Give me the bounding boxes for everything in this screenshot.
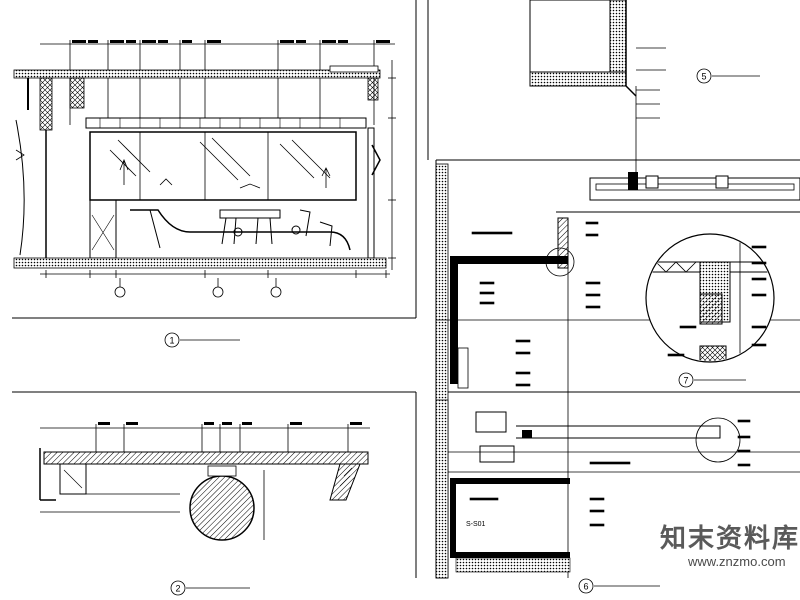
left-column — [39, 77, 53, 131]
detail-5-number: 5 — [701, 72, 706, 82]
detail-1-title — [164, 332, 240, 348]
top-dimension-line — [40, 40, 395, 125]
floor-slab — [13, 257, 387, 269]
detail-7-title — [678, 372, 746, 388]
reception-desk — [130, 209, 351, 251]
cabinet — [89, 199, 117, 259]
detail-6-title — [578, 578, 660, 594]
watermark-url: www.znzmo.com — [688, 554, 786, 569]
glass-reflection-lines — [109, 137, 331, 181]
detail-2-plan: 2 — [39, 422, 370, 596]
section-label: S-S01 — [466, 521, 486, 528]
glass-partition — [89, 131, 357, 201]
detail-2-title — [170, 580, 250, 596]
detail-1-number: 1 — [169, 336, 174, 346]
chairs — [219, 209, 333, 247]
detail-6-number: 6 — [583, 582, 588, 592]
round-column — [189, 475, 255, 541]
detail-5-title — [696, 68, 760, 84]
watermark-logo: 知末资料库 — [660, 524, 800, 554]
detail-7-enlarged: 7 — [645, 233, 775, 388]
detail-5-section: 5 — [529, 0, 760, 190]
ceiling-slab — [13, 69, 381, 79]
section-markers — [114, 278, 282, 298]
plan-wall — [43, 451, 369, 465]
detail-2-number: 2 — [175, 584, 180, 594]
detail-6-section: S-S01 6 — [435, 163, 800, 594]
detail-1-elevation: 1 — [13, 40, 396, 348]
detail-7-number: 7 — [683, 376, 688, 386]
dimension-tags — [72, 40, 390, 43]
